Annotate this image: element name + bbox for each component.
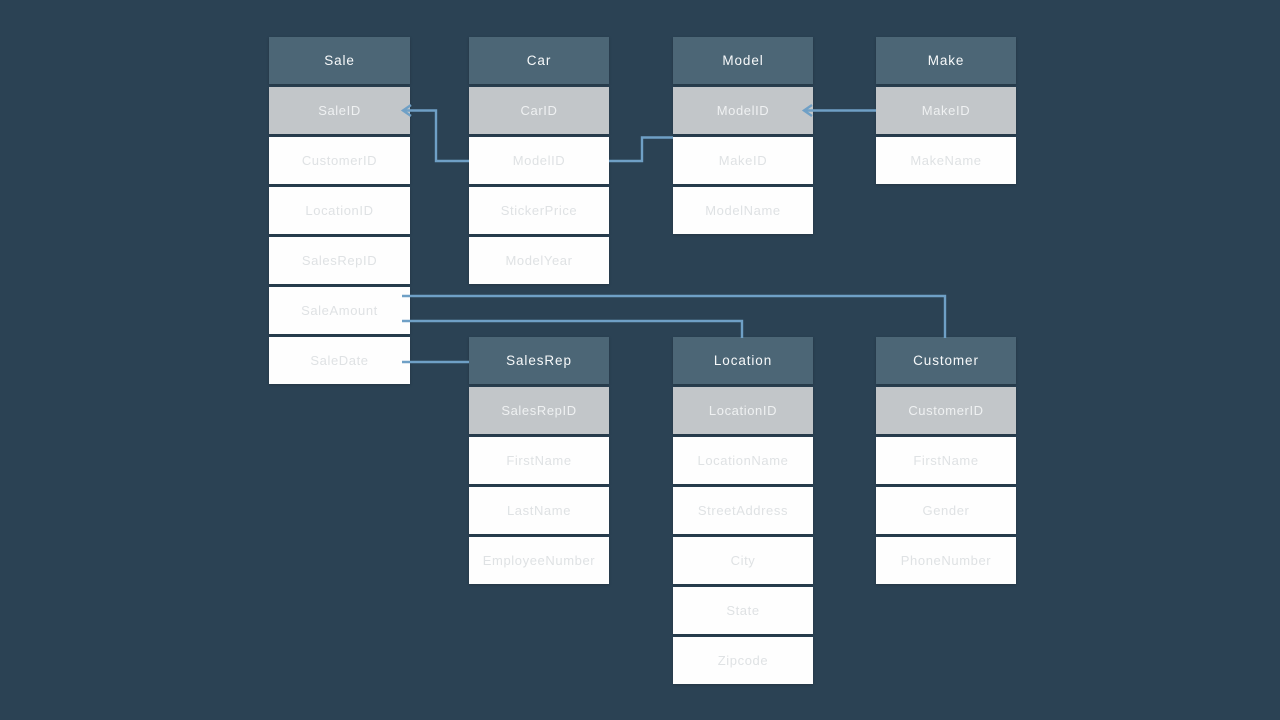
field-sale-saleamount: SaleAmount	[269, 287, 410, 334]
field-location-locationname: LocationName	[673, 437, 813, 484]
relationship-sale-locationid--location-locationid	[402, 319, 744, 338]
field-salesrep-salesrepid: SalesRepID	[469, 387, 609, 434]
field-sale-locationid: LocationID	[269, 187, 410, 234]
field-customer-gender: Gender	[876, 487, 1016, 534]
field-sale-saleid: SaleID	[269, 87, 410, 134]
field-model-modelid: ModelID	[673, 87, 813, 134]
field-location-streetaddress: StreetAddress	[673, 487, 813, 534]
field-location-state: State	[673, 587, 813, 634]
field-salesrep-employeenumber: EmployeeNumber	[469, 537, 609, 584]
field-location-zipcode: Zipcode	[673, 637, 813, 684]
relationship-car-modelid--model-modelid	[609, 136, 673, 163]
field-customer-phonenumber: PhoneNumber	[876, 537, 1016, 584]
field-model-makeid: MakeID	[673, 137, 813, 184]
field-sale-customerid: CustomerID	[269, 137, 410, 184]
field-model-modelname: ModelName	[673, 187, 813, 234]
field-customer-firstname: FirstName	[876, 437, 1016, 484]
field-make-makeid: MakeID	[876, 87, 1016, 134]
field-sale-saledate: SaleDate	[269, 337, 410, 384]
relationship-sale-customerid--customer-customerid	[402, 294, 947, 338]
field-car-modelyear: ModelYear	[469, 237, 609, 284]
field-customer-customerid: CustomerID	[876, 387, 1016, 434]
table-title-location: Location	[673, 337, 813, 384]
field-salesrep-lastname: LastName	[469, 487, 609, 534]
table-title-customer: Customer	[876, 337, 1016, 384]
field-sale-salesrepid: SalesRepID	[269, 237, 410, 284]
field-location-city: City	[673, 537, 813, 584]
table-title-salesrep: SalesRep	[469, 337, 609, 384]
field-location-locationid: LocationID	[673, 387, 813, 434]
field-make-makename: MakeName	[876, 137, 1016, 184]
table-title-sale: Sale	[269, 37, 410, 84]
field-car-carid: CarID	[469, 87, 609, 134]
table-title-model: Model	[673, 37, 813, 84]
relationship-sale-saleid--car-modelid	[403, 109, 469, 163]
table-title-car: Car	[469, 37, 609, 84]
table-title-make: Make	[876, 37, 1016, 84]
field-car-modelid: ModelID	[469, 137, 609, 184]
field-car-stickerprice: StickerPrice	[469, 187, 609, 234]
field-salesrep-firstname: FirstName	[469, 437, 609, 484]
